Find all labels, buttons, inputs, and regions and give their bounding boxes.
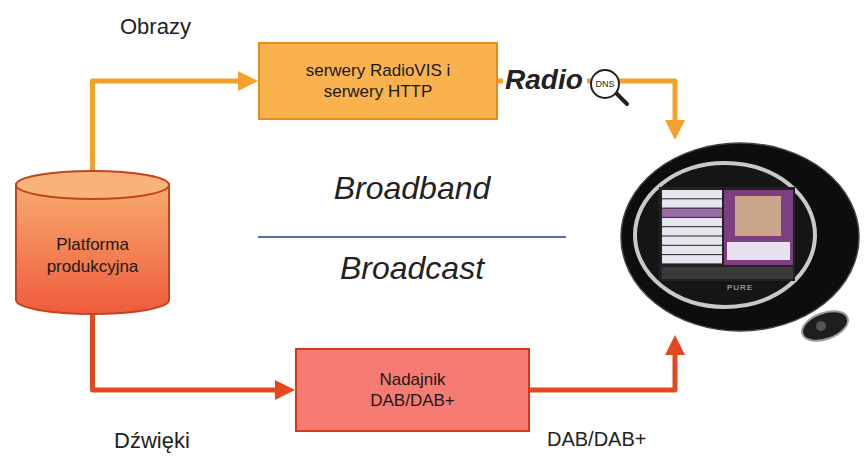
transmitter-box: Nadajnik DAB/DAB+ <box>295 348 530 432</box>
radio-illustration <box>615 140 860 335</box>
cylinder-body <box>16 184 169 314</box>
server-box: serwery RadioVIS i serwery HTTP <box>258 42 498 120</box>
node-label: serwery RadioVIS i serwery HTTP <box>303 60 453 103</box>
edge-label: DAB/DAB+ <box>545 428 648 451</box>
node-label: Nadajnik DAB/DAB+ <box>358 369 468 412</box>
cylinder-top <box>16 171 169 199</box>
edge-label: Obrazy <box>118 14 193 40</box>
radio-device: PURE <box>615 140 860 335</box>
list-row <box>662 218 722 226</box>
edge-label: Dźwięki <box>112 428 192 454</box>
list-row <box>662 199 722 207</box>
silver-ring <box>635 163 815 307</box>
screen-info <box>727 242 790 260</box>
divider-line <box>258 236 566 238</box>
screen-photo <box>735 196 781 236</box>
logo-badge: DNS <box>590 69 620 99</box>
screen-bar <box>662 267 793 279</box>
list-row <box>662 209 722 217</box>
remote-button <box>816 321 826 331</box>
image-flow-arrow <box>93 81 239 170</box>
database-cylinder: Platforma produkcyjna <box>15 170 170 315</box>
screen <box>659 187 795 281</box>
list-row <box>662 246 722 254</box>
audio-flow-arrow <box>93 315 276 390</box>
remote-control <box>798 306 852 347</box>
list-row <box>662 237 722 245</box>
broadcast-arrow <box>530 355 675 390</box>
screen-list <box>662 190 722 263</box>
list-row <box>662 227 722 235</box>
section-label: Broadcast <box>338 250 486 287</box>
list-row <box>662 255 722 263</box>
list-row <box>662 190 722 198</box>
brand-label: PURE <box>727 283 753 293</box>
node-label: Platforma produkcyjna <box>37 234 149 277</box>
screen-panel <box>724 190 793 265</box>
speaker-body <box>621 143 859 331</box>
magnifier-handle <box>616 93 627 104</box>
section-label: Broadband <box>332 170 493 207</box>
logo-text: Radio <box>503 64 587 96</box>
